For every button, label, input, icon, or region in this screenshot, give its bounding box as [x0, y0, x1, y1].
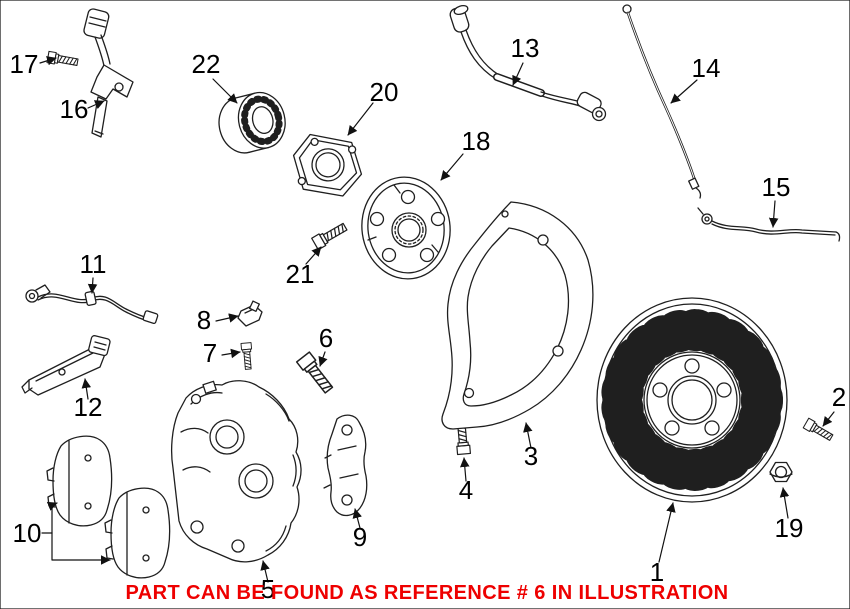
callout-2-arrow [822, 411, 835, 427]
callout-16-number: 16 [60, 94, 89, 124]
part-10-brake-pads [46, 435, 171, 579]
part-6-guide-bolt [295, 351, 336, 396]
callout-10-arrow-lower [51, 532, 111, 565]
callout-12-number: 12 [74, 392, 103, 422]
callout-8-arrow [215, 313, 239, 323]
callout-5-arrow [260, 560, 270, 583]
part-9-pad-carrier-bracket [323, 414, 368, 517]
part-1-brake-disc [596, 297, 788, 503]
callout-12-arrow [81, 378, 92, 400]
part-18-wheel-hub [361, 176, 451, 280]
callout-20-number: 20 [370, 77, 399, 107]
callout-11-number: 11 [80, 249, 107, 279]
reference-caption: PART CAN BE FOUND AS REFERENCE # 6 IN IL… [126, 582, 729, 604]
callout-15-arrow [768, 200, 779, 228]
callout-19-number: 19 [775, 513, 804, 543]
callout-17-arrow [39, 56, 57, 66]
callout-18-number: 18 [462, 126, 491, 156]
part-5-brake-caliper [171, 380, 302, 563]
callout-20-arrow [347, 102, 374, 136]
part-3-splash-shield [441, 201, 594, 430]
callout-4-arrow [459, 457, 470, 482]
callout-numbers: 1 2 3 4 5 6 7 8 9 10 11 12 13 14 15 16 1… [10, 33, 847, 604]
callout-5-number: 5 [261, 574, 275, 604]
part-7-bolt [240, 342, 254, 371]
part-2-bolt [802, 417, 835, 443]
callout-14-number: 14 [692, 53, 721, 83]
callout-13-number: 13 [511, 33, 540, 63]
part-8-retaining-clip [237, 300, 263, 327]
part-12-sensor-bracket [21, 335, 111, 396]
part-21-bolt [311, 220, 349, 251]
callout-9-number: 9 [353, 522, 367, 552]
callout-19-arrow [779, 487, 790, 519]
part-20-gasket [292, 133, 363, 197]
callout-10-arrow-upper [46, 501, 58, 534]
callout-7-number: 7 [203, 338, 217, 368]
callout-16-arrow [87, 100, 105, 110]
part-16-abs-speed-sensor [83, 8, 134, 138]
part-15-hose [697, 207, 841, 242]
callout-4-number: 4 [459, 475, 473, 505]
callout-6-number: 6 [319, 323, 333, 353]
callout-22-number: 22 [192, 49, 221, 79]
callout-14-arrow [670, 79, 698, 104]
callout-21-number: 21 [286, 259, 315, 289]
callout-21-arrow [305, 246, 322, 265]
callout-15-number: 15 [762, 172, 791, 202]
callout-11-arrow [87, 277, 98, 294]
part-19-nut [769, 461, 793, 483]
callout-3-arrow [523, 422, 533, 449]
callout-arrows [39, 56, 835, 583]
callout-9-arrow [352, 508, 362, 529]
callout-8-number: 8 [197, 305, 211, 335]
part-22-wheel-bearing [218, 91, 286, 154]
part-14-brake-line [622, 4, 702, 199]
callout-3-number: 3 [524, 441, 538, 471]
callout-7-arrow [221, 348, 241, 359]
callout-17-number: 17 [10, 49, 39, 79]
callout-1-number: 1 [650, 557, 664, 587]
callout-10-number: 10 [13, 518, 42, 548]
callout-13-arrow [512, 62, 524, 86]
callout-6-arrow [318, 351, 328, 367]
callout-18-arrow [440, 153, 464, 181]
callout-22-arrow [212, 78, 238, 104]
callout-2-number: 2 [832, 382, 846, 412]
callout-1-arrow [658, 502, 676, 563]
part-11-brake-pipe [25, 284, 159, 325]
